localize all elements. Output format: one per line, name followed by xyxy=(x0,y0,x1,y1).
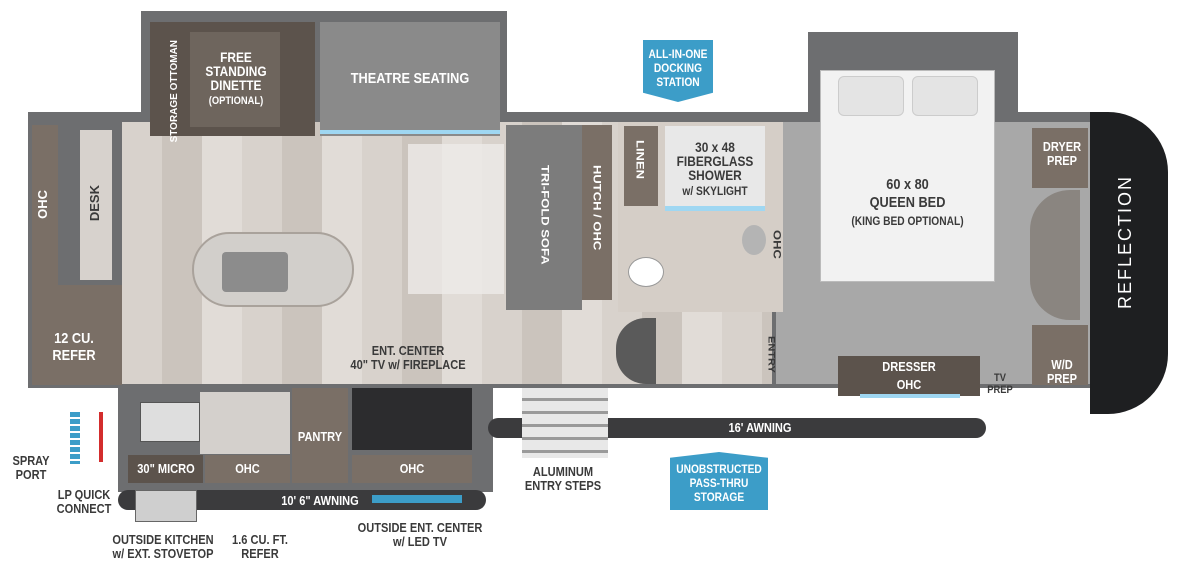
bed-optional-label: (KING BED OPTIONAL) xyxy=(851,214,964,228)
microwave xyxy=(128,455,203,483)
outside-ent-label: OUTSIDE ENT. CENTER w/ LED TV xyxy=(357,520,483,549)
passthru-label: UNOBSTRUCTED PASS-THRU STORAGE xyxy=(676,462,762,504)
dresser xyxy=(838,356,980,396)
hutch xyxy=(582,125,612,300)
refrigerator xyxy=(32,285,122,385)
outside-kitchen-label: OUTSIDE KITCHEN w/ EXT. STOVETOP xyxy=(112,532,214,561)
theatre-seating xyxy=(320,22,500,136)
entry-label: ENTRY xyxy=(765,336,777,373)
ohc-k2-label: OHC xyxy=(399,461,425,476)
toilet xyxy=(628,257,664,287)
theatre-led xyxy=(320,130,500,134)
pantry-label: PANTRY xyxy=(297,429,343,444)
docking-station-label: ALL-IN-ONE DOCKING STATION xyxy=(648,47,708,89)
wd-cabinet xyxy=(1032,325,1088,385)
counter xyxy=(200,392,290,454)
spray-port-label: SPRAY PORT xyxy=(12,453,50,482)
shower-label: 30 x 48 FIBERGLASS SHOWER xyxy=(676,139,754,183)
spray-hose-icon xyxy=(70,412,80,464)
ohc-left-label: OHC xyxy=(35,190,50,219)
ohc-k1-label: OHC xyxy=(235,461,260,476)
dinette-optional-label: (OPTIONAL) xyxy=(208,95,264,107)
pillow-left xyxy=(838,76,904,116)
ohc-kitchen-2 xyxy=(352,455,472,483)
pantry xyxy=(292,388,348,483)
passthru-callout xyxy=(670,452,768,510)
micro-label: 30" MICRO xyxy=(137,461,195,476)
dresser-ohc-label: OHC xyxy=(896,377,922,392)
entry-steps xyxy=(522,388,608,458)
linen-label: LINEN xyxy=(634,140,647,179)
wardrobe xyxy=(1030,190,1080,320)
bed-size-label: 60 x 80 QUEEN BED xyxy=(869,176,946,211)
hutch-label: HUTCH / OHC xyxy=(591,165,604,251)
mini-refer-label: 1.6 CU. FT. REFER xyxy=(232,532,288,561)
bath-sink xyxy=(742,225,766,255)
awning-16ft xyxy=(488,418,986,438)
tv-prep-label: TV PREP xyxy=(987,372,1013,396)
front-cap xyxy=(1090,112,1168,414)
wd-prep-label: W/D PREP xyxy=(1046,357,1078,386)
awning-10ft-label: 10' 6" AWNING xyxy=(281,493,359,508)
skylight-label: w/ SKYLIGHT xyxy=(682,184,748,198)
desk-label: DESK xyxy=(87,185,102,222)
dresser-label: DRESSER xyxy=(882,359,936,374)
table-shade xyxy=(408,144,504,294)
brand-label: REFLECTION xyxy=(1115,175,1135,310)
lp-connect-label: LP QUICK CONNECT xyxy=(56,487,112,516)
trifold-sofa xyxy=(506,125,582,310)
trifold-sofa-label: TRI-FOLD SOFA xyxy=(539,165,552,265)
ohc-kitchen-1 xyxy=(205,455,290,483)
lp-hose-icon xyxy=(99,412,103,462)
entry-steps-label: ALUMINUM ENTRY STEPS xyxy=(524,464,602,493)
linen-cabinet xyxy=(624,126,658,206)
theatre-seating-label: THEATRE SEATING xyxy=(350,70,470,87)
stovetop xyxy=(140,402,200,442)
dresser-led xyxy=(860,394,960,398)
sink xyxy=(222,252,288,292)
dinette-label: FREE STANDING DINETTE xyxy=(205,49,267,93)
shower xyxy=(665,126,765,211)
outside-stove xyxy=(135,490,197,522)
ohc-left xyxy=(32,125,58,285)
ent-center-label: ENT. CENTER 40" TV w/ FIREPLACE xyxy=(350,343,466,372)
dryer-cabinet xyxy=(1032,128,1088,188)
pillow-right xyxy=(912,76,978,116)
docking-station-callout xyxy=(643,40,713,102)
fireplace-tv xyxy=(352,388,472,450)
desk xyxy=(80,130,112,280)
dryer-prep-label: DRYER PREP xyxy=(1042,139,1082,168)
awning-16ft-label: 16' AWNING xyxy=(728,420,792,435)
storage-ottoman-label: STORAGE OTTOMAN xyxy=(169,40,180,143)
outside-tv xyxy=(372,495,462,503)
refer-label: 12 CU. REFER xyxy=(52,330,96,364)
ohc-bath-label: OHC xyxy=(771,230,784,259)
entry-door xyxy=(616,318,656,384)
dinette-table xyxy=(190,32,280,127)
